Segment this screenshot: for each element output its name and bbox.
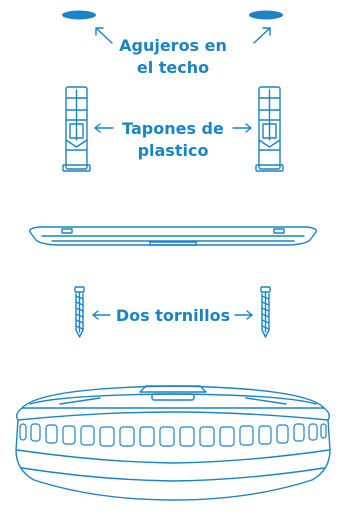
ceiling-hole-icon-left <box>62 10 96 20</box>
wall-plug-icon-left <box>62 86 91 172</box>
arrow-to-left-plug <box>94 123 114 133</box>
arrow-to-right-screw <box>234 310 253 320</box>
label-ceiling-holes-line2: el techo <box>136 58 210 77</box>
arrow-to-left-hole <box>95 27 113 44</box>
screw-icon-right <box>260 286 271 338</box>
label-two-screws: Dos tornillos <box>115 306 231 325</box>
ceiling-hole-icon-right <box>249 10 283 20</box>
smoke-alarm-icon <box>15 385 331 501</box>
label-plastic-plugs-line2: plastico <box>137 141 209 160</box>
label-ceiling-holes-line1: Agujeros en <box>119 36 227 55</box>
wall-plug-icon-right <box>255 86 284 172</box>
arrow-to-right-hole <box>253 27 271 44</box>
label-plastic-plugs-line1: Tapones de <box>122 119 224 138</box>
label-ceiling-holes: Agujeros en el techo <box>100 35 246 79</box>
arrow-to-right-plug <box>232 123 252 133</box>
screw-icon-left <box>74 286 85 338</box>
arrow-to-left-screw <box>92 310 111 320</box>
label-plastic-plugs: Tapones de plastico <box>108 118 238 162</box>
mounting-plate-icon <box>29 226 317 246</box>
